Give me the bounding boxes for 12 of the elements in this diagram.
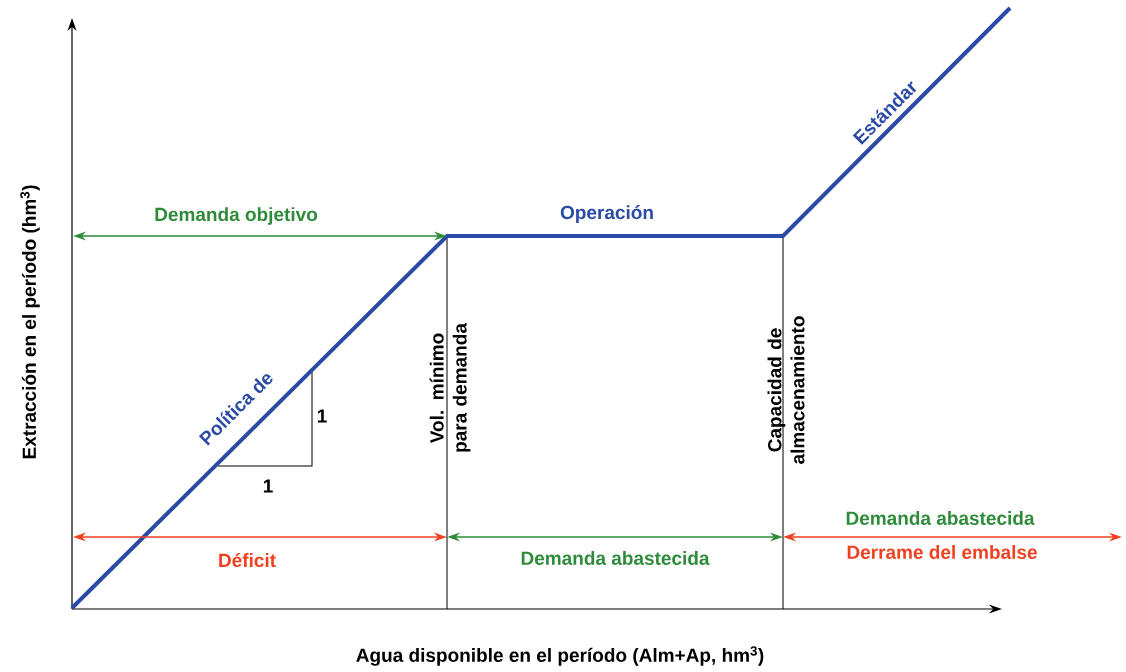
axis-title: Agua disponible en el período (Alm+Ap, hm$^{3}$) bbox=[356, 646, 764, 666]
slope-number: 1 bbox=[317, 409, 327, 423]
dimension-label: Demanda abastecida bbox=[521, 551, 710, 565]
dimension-label: Derrame del embalse bbox=[847, 545, 1037, 559]
dimension-label: Demanda abastecida bbox=[846, 511, 1035, 525]
dimension-label: Demanda objetivo bbox=[155, 207, 318, 225]
axis-title: Extracción en el período (hm$^{3}$) bbox=[20, 185, 40, 459]
reference-label: Vol. mínimo para demanda bbox=[429, 322, 471, 452]
line-label: Operación bbox=[560, 205, 653, 223]
slope-number: 1 bbox=[263, 479, 273, 493]
reference-label: Capacidad de almacenamiento bbox=[767, 316, 805, 464]
dimension-label: Déficit bbox=[219, 552, 276, 568]
